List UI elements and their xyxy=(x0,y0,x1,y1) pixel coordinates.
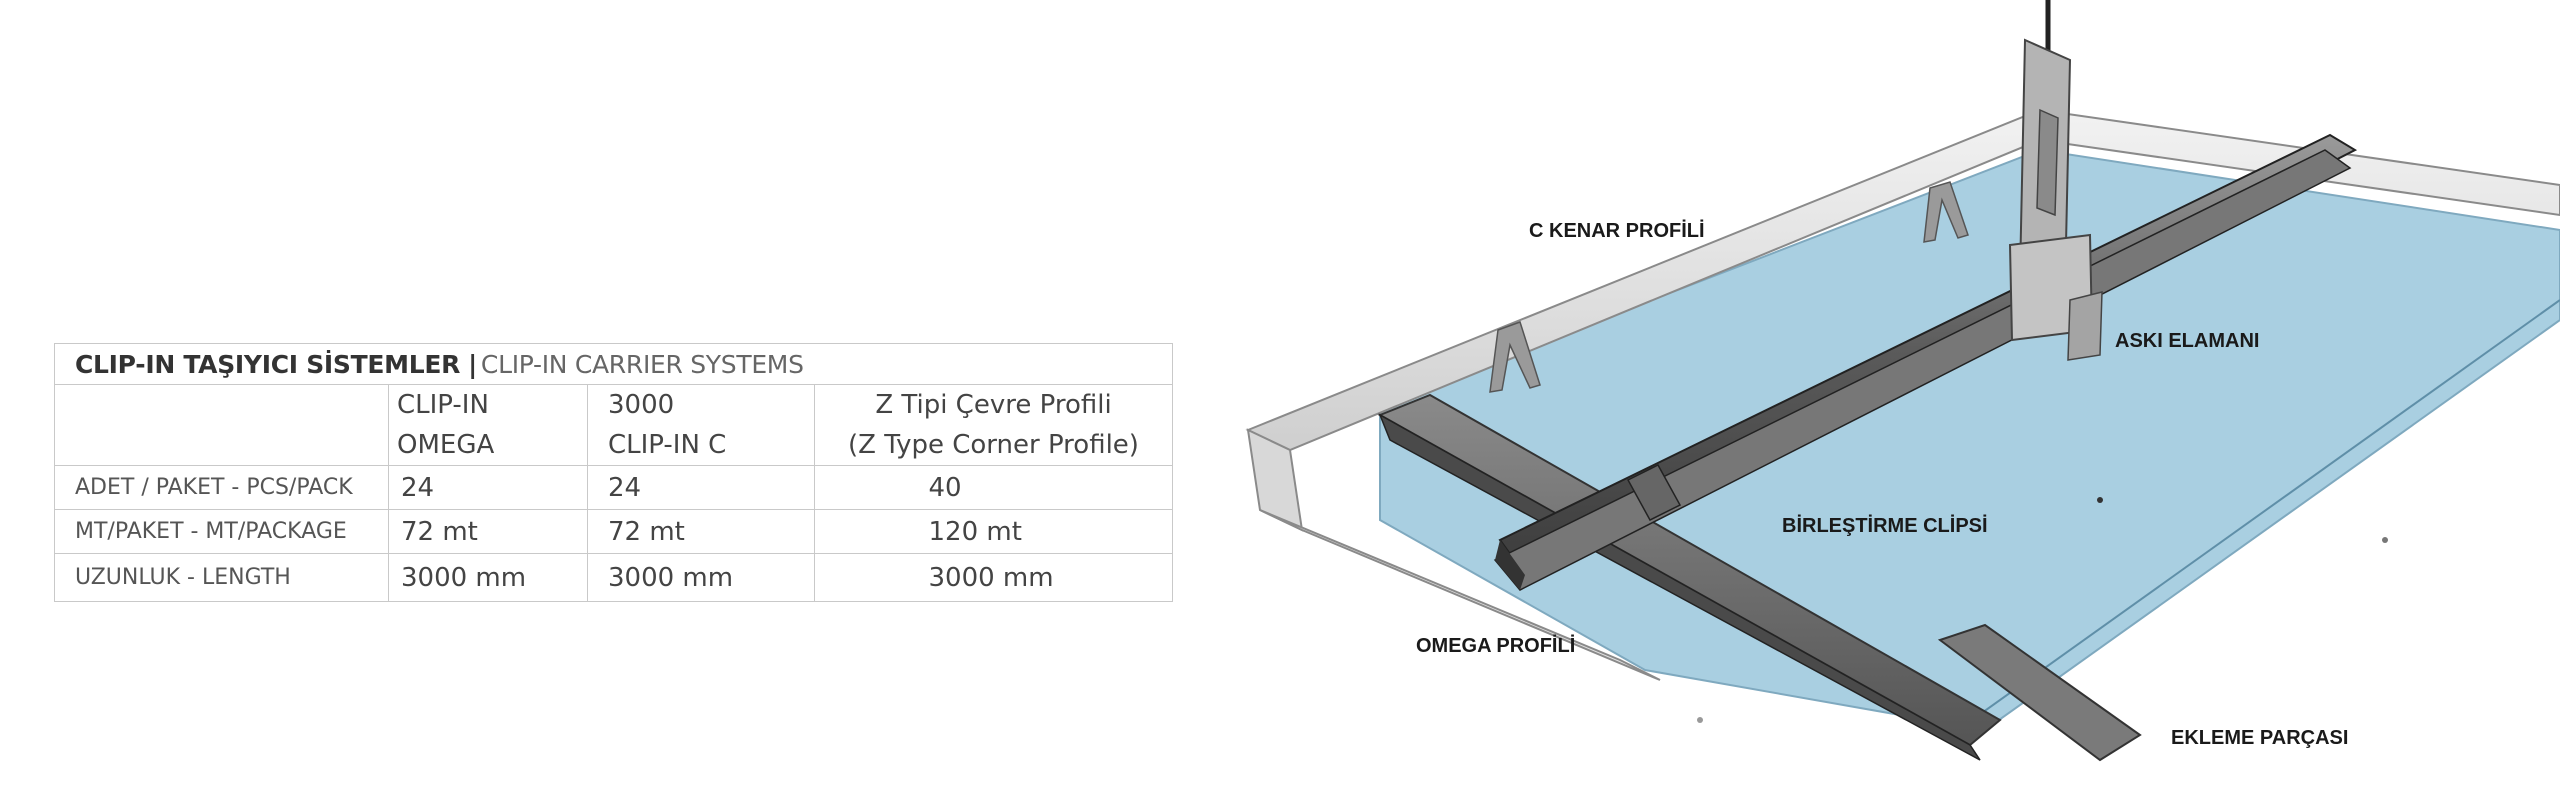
row-value: 3000 mm xyxy=(388,553,588,602)
panel-dot xyxy=(2097,497,2103,503)
table-row: MT/PAKET - MT/PACKAGE 72 mt 72 mt 120 mt xyxy=(54,509,1173,554)
edge-bracket xyxy=(1489,321,1541,393)
panel-dot xyxy=(1697,717,1703,723)
header-line: Z Tipi Çevre Profili xyxy=(875,390,1112,420)
carrier-rail-end xyxy=(1495,540,1525,590)
row-value: 3000 mm xyxy=(587,553,815,602)
panel-dot xyxy=(2382,537,2388,543)
row-label: ADET / PAKET - PCS/PACK xyxy=(54,465,389,510)
row-value: 72 mt xyxy=(388,509,588,554)
row-value: 120 mt xyxy=(928,516,1022,547)
header-clip-in-omega: CLIP-IN OMEGA xyxy=(388,384,588,466)
table-title-row: CLIP-IN TAŞIYICI SİSTEMLER|CLIP-IN CARRI… xyxy=(54,343,1173,385)
joining-piece xyxy=(1937,623,2142,762)
row-value-cell: 3000 mm xyxy=(814,553,1173,602)
table-title: CLIP-IN TAŞIYICI SİSTEMLER|CLIP-IN CARRI… xyxy=(54,343,1173,385)
row-value: 24 xyxy=(388,465,588,510)
label-hanger: ASKI ELAMANI xyxy=(2115,330,2260,352)
header-line: (Z Type Corner Profile) xyxy=(848,430,1139,460)
header-z-type-profile: Z Tipi Çevre Profili (Z Type Corner Prof… xyxy=(814,384,1173,466)
hanger-slot xyxy=(2036,108,2059,217)
header-line: OMEGA xyxy=(397,430,495,460)
row-value-cell: 120 mt xyxy=(814,509,1173,554)
table-row: ADET / PAKET - PCS/PACK 24 24 40 xyxy=(54,465,1173,510)
row-value: 24 xyxy=(587,465,815,510)
header-line: CLIP-IN C xyxy=(608,430,727,460)
table-header-row: CLIP-IN OMEGA 3000 CLIP-IN C Z Tipi Çevr… xyxy=(54,384,1173,466)
table-title-light: CLIP-IN CARRIER SYSTEMS xyxy=(480,349,804,379)
c-edge-profile-front xyxy=(1259,509,1661,681)
omega-profile-edge xyxy=(1378,413,1981,761)
spec-table: CLIP-IN TAŞIYICI SİSTEMLER|CLIP-IN CARRI… xyxy=(54,343,1173,602)
header-line: 3000 xyxy=(608,390,675,420)
ceiling-system-diagram: C KENAR PROFİLİ ASKI ELAMANI BİRLEŞTİRME… xyxy=(1240,0,2560,802)
row-label: UZUNLUK - LENGTH xyxy=(54,553,389,602)
label-joining-piece: EKLEME PARÇASI xyxy=(2171,727,2349,749)
label-omega-profile: OMEGA PROFİLİ xyxy=(1416,635,1576,657)
row-value: 72 mt xyxy=(587,509,815,554)
row-value-cell: 40 xyxy=(814,465,1173,510)
edge-bracket xyxy=(1923,181,1969,243)
header-clip-in-c: 3000 CLIP-IN C xyxy=(587,384,815,466)
header-empty-cell xyxy=(54,384,389,466)
row-value: 40 xyxy=(928,472,962,503)
diagram-illustration xyxy=(1245,0,2560,762)
panel-seam xyxy=(1964,299,2560,726)
hanger-bracket-tab xyxy=(2067,291,2103,361)
table-row: UZUNLUK - LENGTH 3000 mm 3000 mm 3000 mm xyxy=(54,553,1173,602)
connection-clip xyxy=(1626,464,1682,521)
header-line: CLIP-IN xyxy=(397,390,489,420)
row-label: MT/PAKET - MT/PACKAGE xyxy=(54,509,389,554)
label-c-edge-profile: C KENAR PROFİLİ xyxy=(1529,220,1705,242)
table-title-bold: CLIP-IN TAŞIYICI SİSTEMLER xyxy=(75,349,461,379)
label-connection-clip: BİRLEŞTİRME CLİPSİ xyxy=(1782,515,1988,537)
row-value: 3000 mm xyxy=(928,562,1054,593)
table-title-separator: | xyxy=(468,349,477,379)
